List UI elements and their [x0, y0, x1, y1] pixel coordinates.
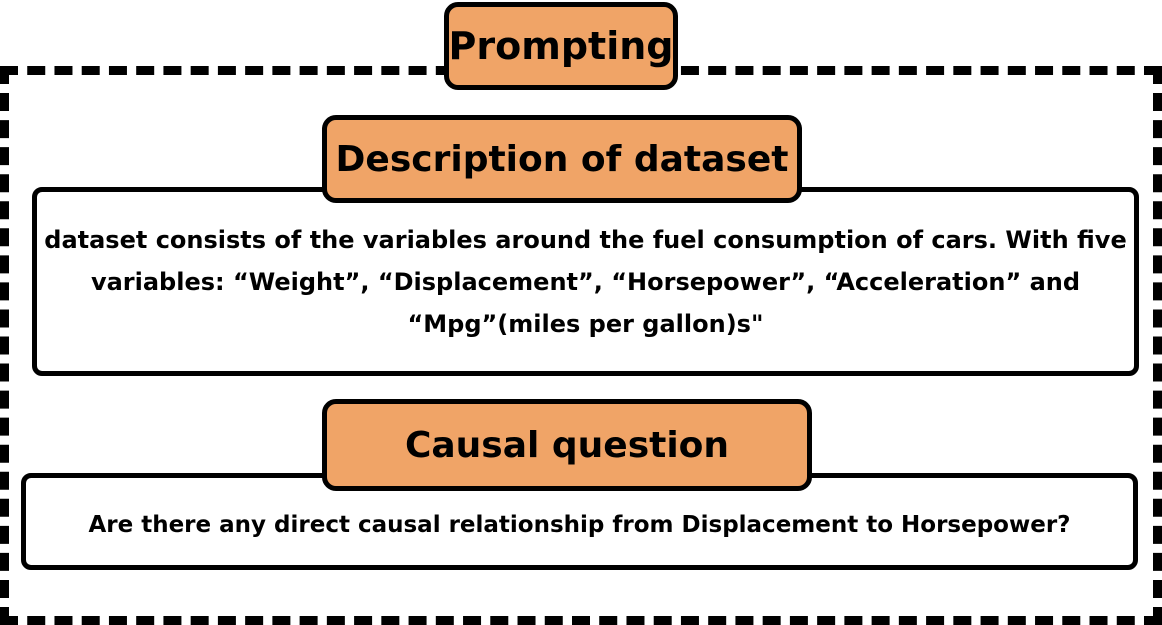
causal-question-text: Are there any direct causal relationship…	[88, 511, 1071, 538]
causal-question-title: Causal question	[322, 399, 812, 491]
dataset-description-box: dataset consists of the variables around…	[32, 187, 1139, 376]
prompting-title-text: Prompting	[448, 24, 674, 68]
prompting-title: Prompting	[444, 2, 678, 90]
causal-question-title-text: Causal question	[404, 424, 730, 466]
description-of-dataset-title: Description of dataset	[322, 115, 802, 203]
dataset-description-text: dataset consists of the variables around…	[44, 225, 1127, 338]
description-title-text: Description of dataset	[335, 138, 789, 180]
